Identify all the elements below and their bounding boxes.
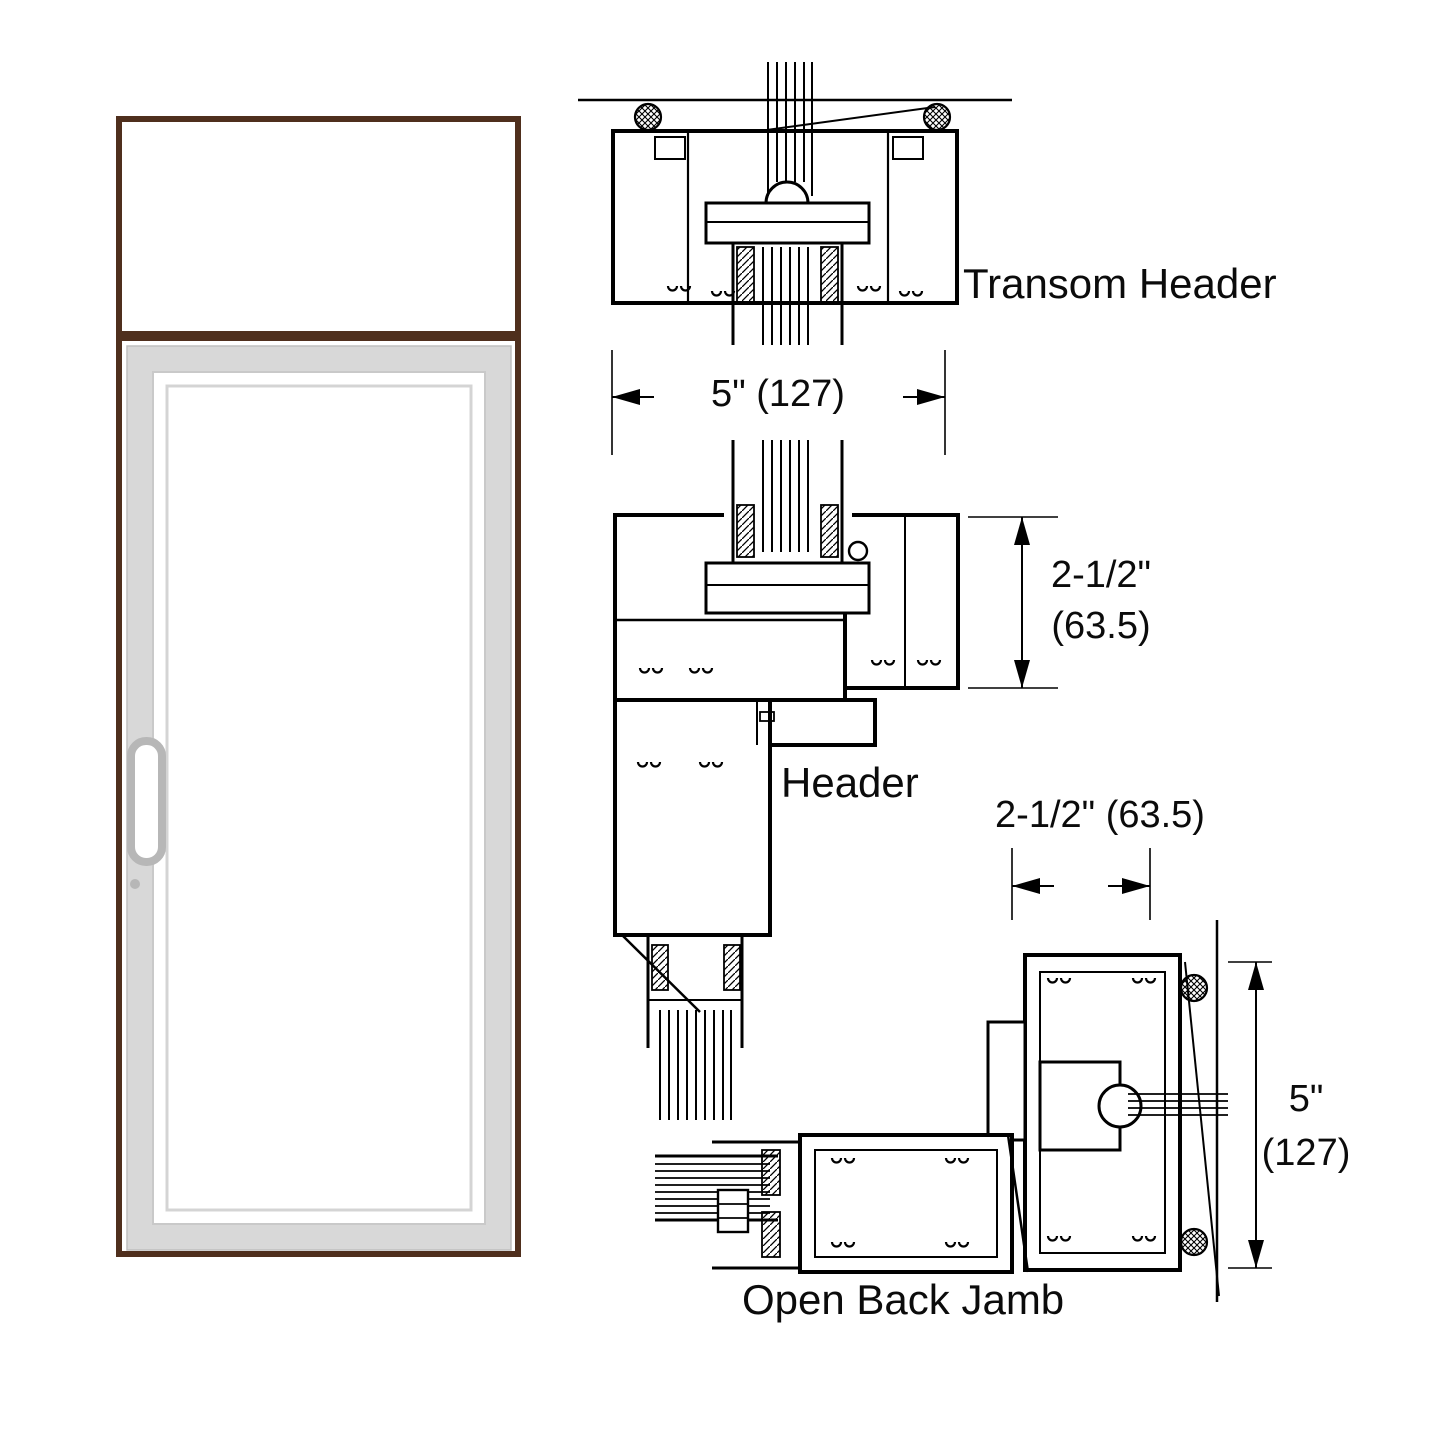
section-door-stile xyxy=(655,1133,1030,1274)
glazing-lines-door xyxy=(659,1010,732,1120)
door-elevation xyxy=(116,116,521,1257)
gasket-bottom xyxy=(1179,1227,1209,1257)
glazing-lines-stile xyxy=(655,1163,770,1214)
open-back-jamb-label: Open Back Jamb xyxy=(742,1276,1065,1323)
glazing-lines-transom xyxy=(762,440,809,552)
jamb-height-dim-text-mm: (127) xyxy=(1261,1132,1351,1174)
door-handle xyxy=(127,737,166,866)
jamb-height-dim-text-in: 5" xyxy=(1288,1078,1324,1120)
dim-transom-width xyxy=(611,350,946,455)
section-transom-header xyxy=(578,62,1012,345)
door-lock-dot xyxy=(130,879,140,889)
glazing-lines-below xyxy=(762,247,809,345)
glazing-lines-above xyxy=(767,62,813,196)
section-header xyxy=(613,440,960,1120)
header-height-dim-text-in: 2-1/2" xyxy=(1050,554,1152,596)
dim-header-height xyxy=(968,516,1058,689)
header-label: Header xyxy=(781,759,919,806)
fastener-lines xyxy=(1128,1093,1228,1116)
transom-header-label: Transom Header xyxy=(963,260,1277,307)
transom-panel xyxy=(122,122,515,331)
header-height-dim-text-mm: (63.5) xyxy=(1051,605,1151,647)
gasket-top xyxy=(1179,973,1209,1003)
section-open-back-jamb xyxy=(986,920,1228,1302)
transom-bottom-rail xyxy=(122,331,515,341)
gasket-right xyxy=(922,102,952,132)
door-glass-inner-line xyxy=(165,384,473,1212)
dim-jamb-width xyxy=(1011,848,1151,920)
jamb-width-dim-text: 2-1/2" (63.5) xyxy=(995,794,1205,836)
dim-jamb-height xyxy=(1228,961,1272,1269)
transom-width-dim-text: 5" (127) xyxy=(711,373,845,415)
gasket-left xyxy=(633,102,663,132)
door-glass xyxy=(152,371,486,1225)
